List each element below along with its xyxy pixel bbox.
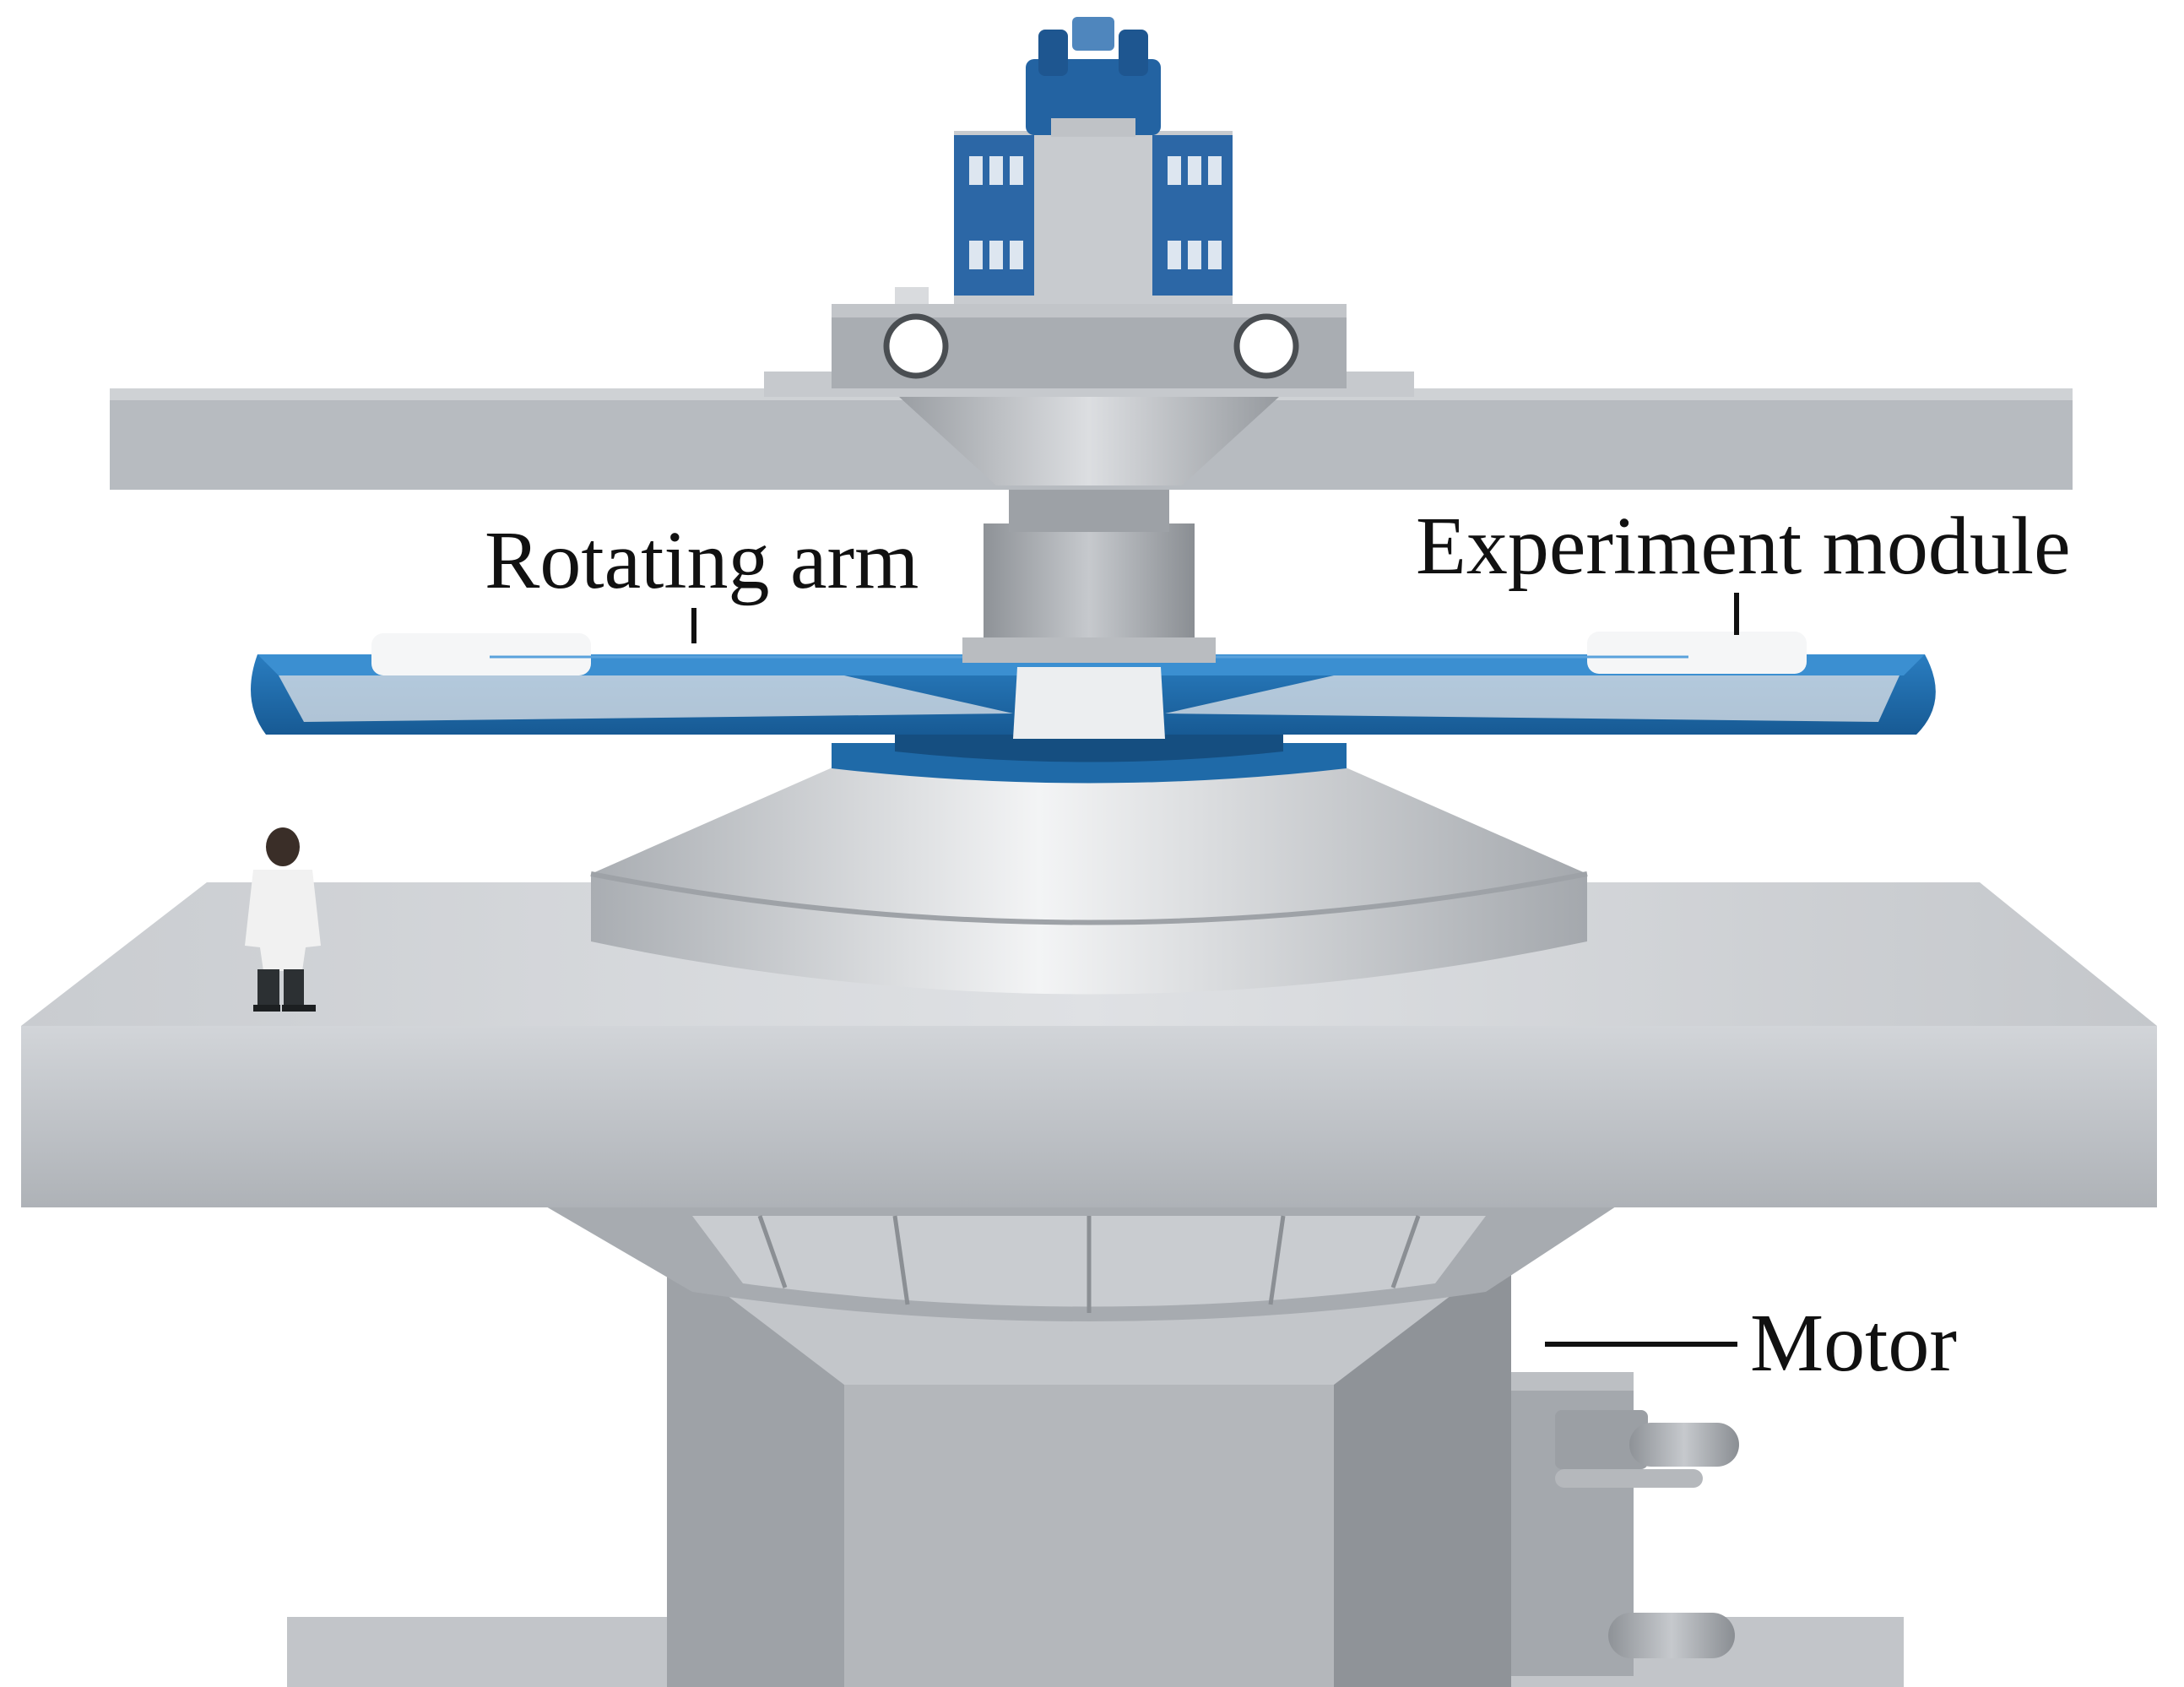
leader-lines	[691, 593, 1739, 1347]
person-figure	[245, 827, 321, 1012]
platform-underside-ring	[540, 1203, 1621, 1321]
central-shaft	[962, 473, 1216, 663]
hub-ring	[832, 726, 1347, 784]
experiment-module-label: Experiment module	[1416, 501, 2071, 592]
central-dome	[590, 764, 1588, 995]
rotating-arm-label: Rotating arm	[485, 515, 919, 606]
rotating-arm	[251, 632, 1936, 739]
top-cone	[899, 397, 1279, 485]
motor-unit	[1511, 1372, 1739, 1676]
top-cap	[1026, 17, 1161, 137]
control-tower	[954, 131, 1233, 304]
upper-hub	[832, 287, 1347, 388]
motor-label: Motor	[1750, 1298, 1957, 1389]
